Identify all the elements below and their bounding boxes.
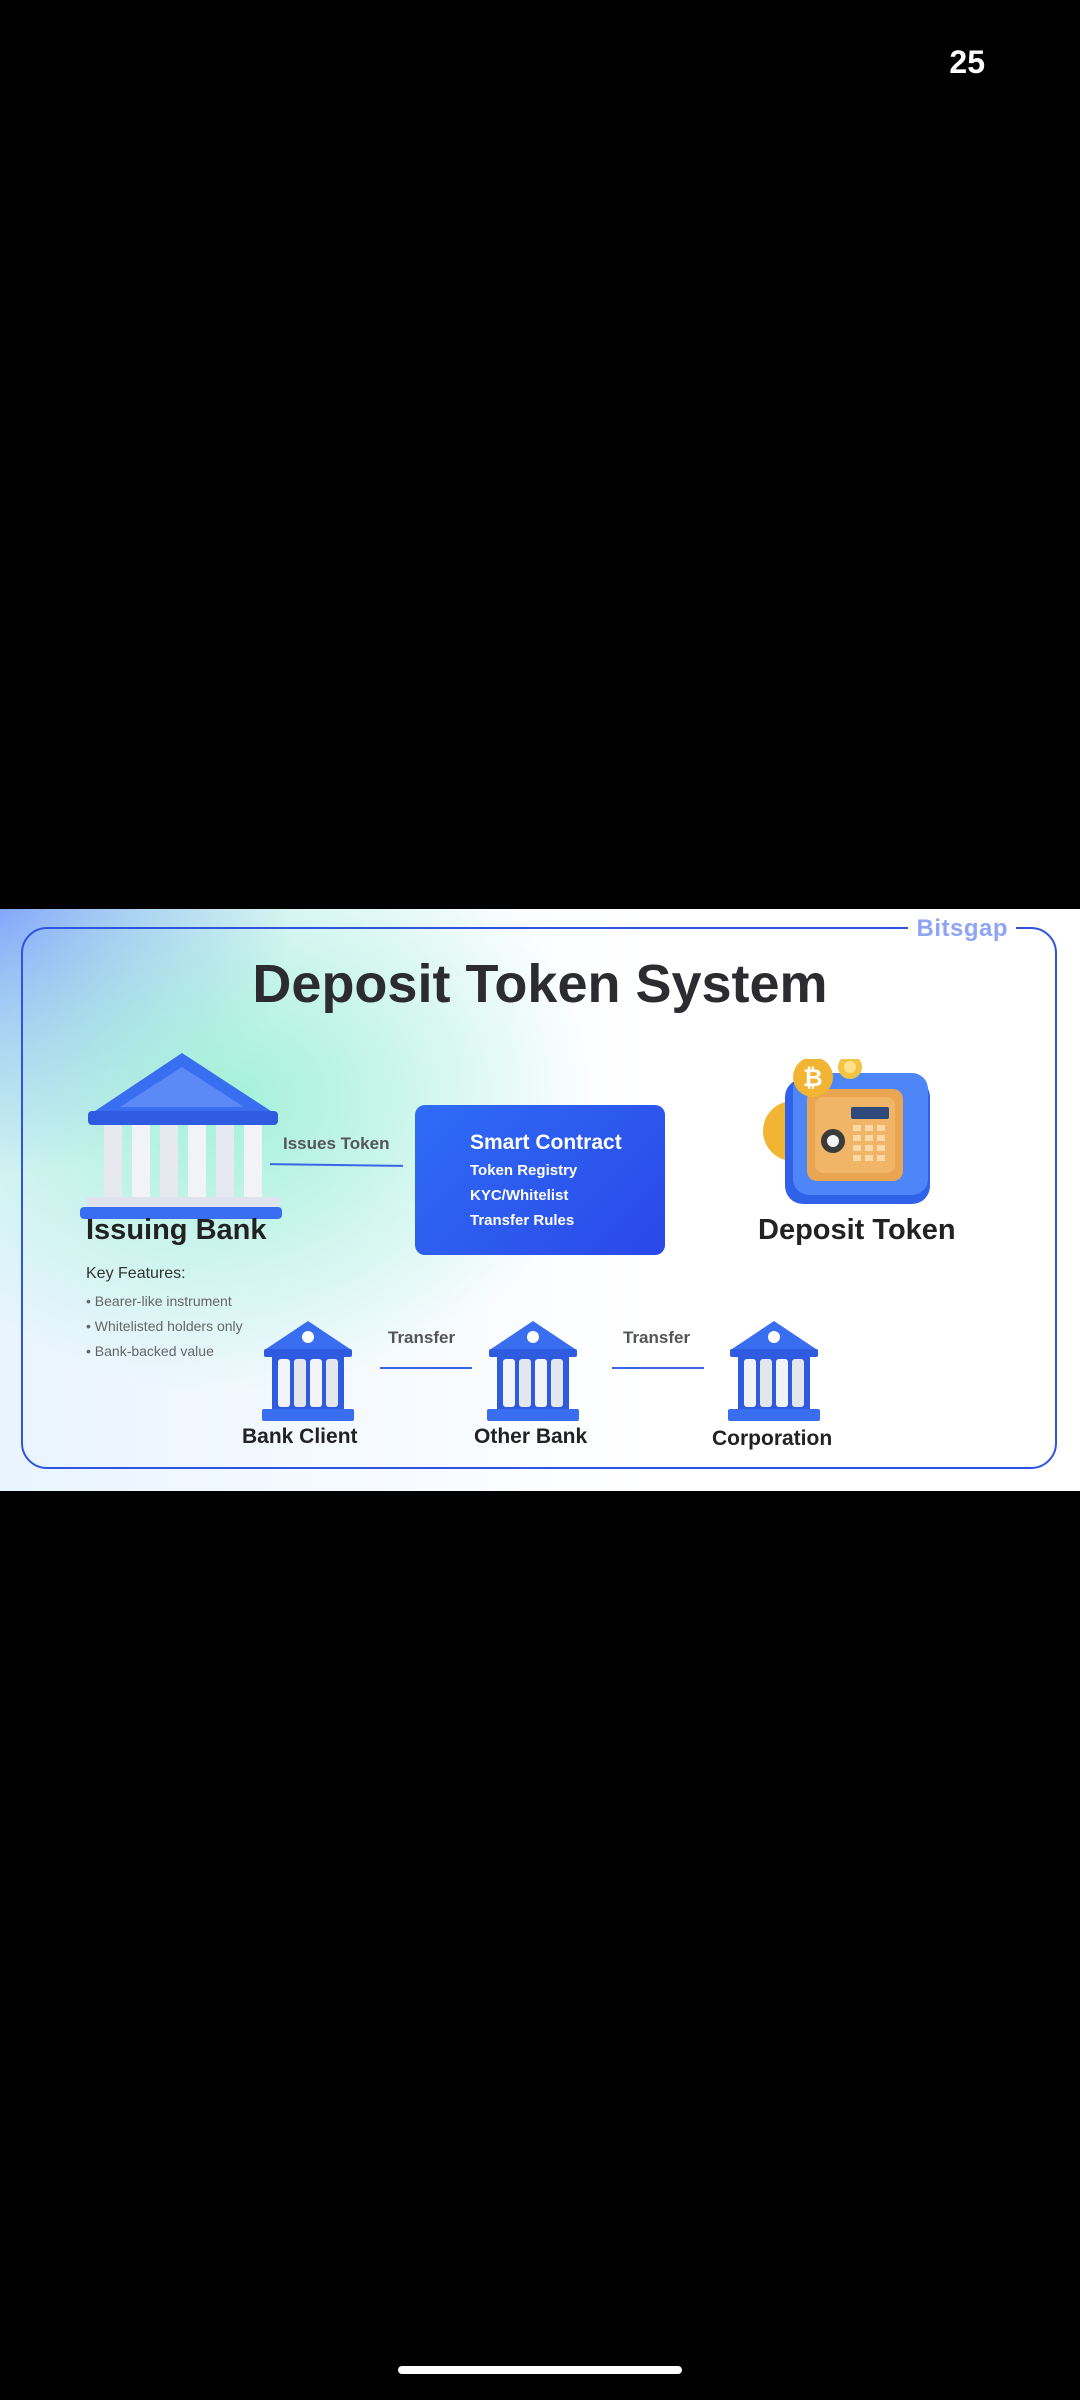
smart-contract-box: Smart Contract Token Registry KYC/Whitel… [415, 1105, 665, 1255]
slide: Bitsgap Deposit Token System Issuing Ban… [0, 909, 1080, 1491]
transfer-connector [380, 1367, 472, 1369]
smart-contract-title: Smart Contract [470, 1131, 622, 1154]
transfer-label: Transfer [623, 1328, 691, 1347]
bank-client-icon [262, 1321, 354, 1421]
feature-item: • Bearer-like instrument [86, 1293, 232, 1309]
deposit-token-label: Deposit Token [758, 1214, 956, 1246]
issuing-bank-label: Issuing Bank [86, 1214, 267, 1246]
issuing-bank-icon [80, 1053, 282, 1219]
feature-item: • Bank-backed value [86, 1343, 214, 1359]
svg-text:₿: ₿ [803, 1064, 823, 1092]
contract-item: KYC/Whitelist [470, 1187, 569, 1204]
slide-title: Deposit Token System [252, 954, 828, 1014]
contract-item: Transfer Rules [470, 1212, 575, 1229]
bank-client-label: Bank Client [242, 1425, 358, 1448]
corporation-label: Corporation [712, 1427, 833, 1450]
transfer-connector [612, 1367, 704, 1369]
other-bank-label: Other Bank [474, 1425, 588, 1448]
features-title: Key Features: [86, 1265, 186, 1282]
slide-frame [21, 927, 1057, 1469]
issues-token-label: Issues Token [283, 1134, 390, 1153]
safe-icon: ₿ ₿ [763, 1059, 930, 1204]
key-features: Key Features: • Bearer-like instrument •… [86, 1265, 243, 1368]
contract-item: Token Registry [470, 1162, 578, 1179]
page-number: 25 [949, 44, 985, 80]
transfer-label: Transfer [388, 1328, 456, 1347]
feature-item: • Whitelisted holders only [86, 1318, 243, 1334]
other-bank-icon [487, 1321, 579, 1421]
corporation-icon [728, 1321, 820, 1421]
home-indicator[interactable] [398, 2366, 682, 2374]
brand-logo: Bitsgap [908, 915, 1016, 943]
